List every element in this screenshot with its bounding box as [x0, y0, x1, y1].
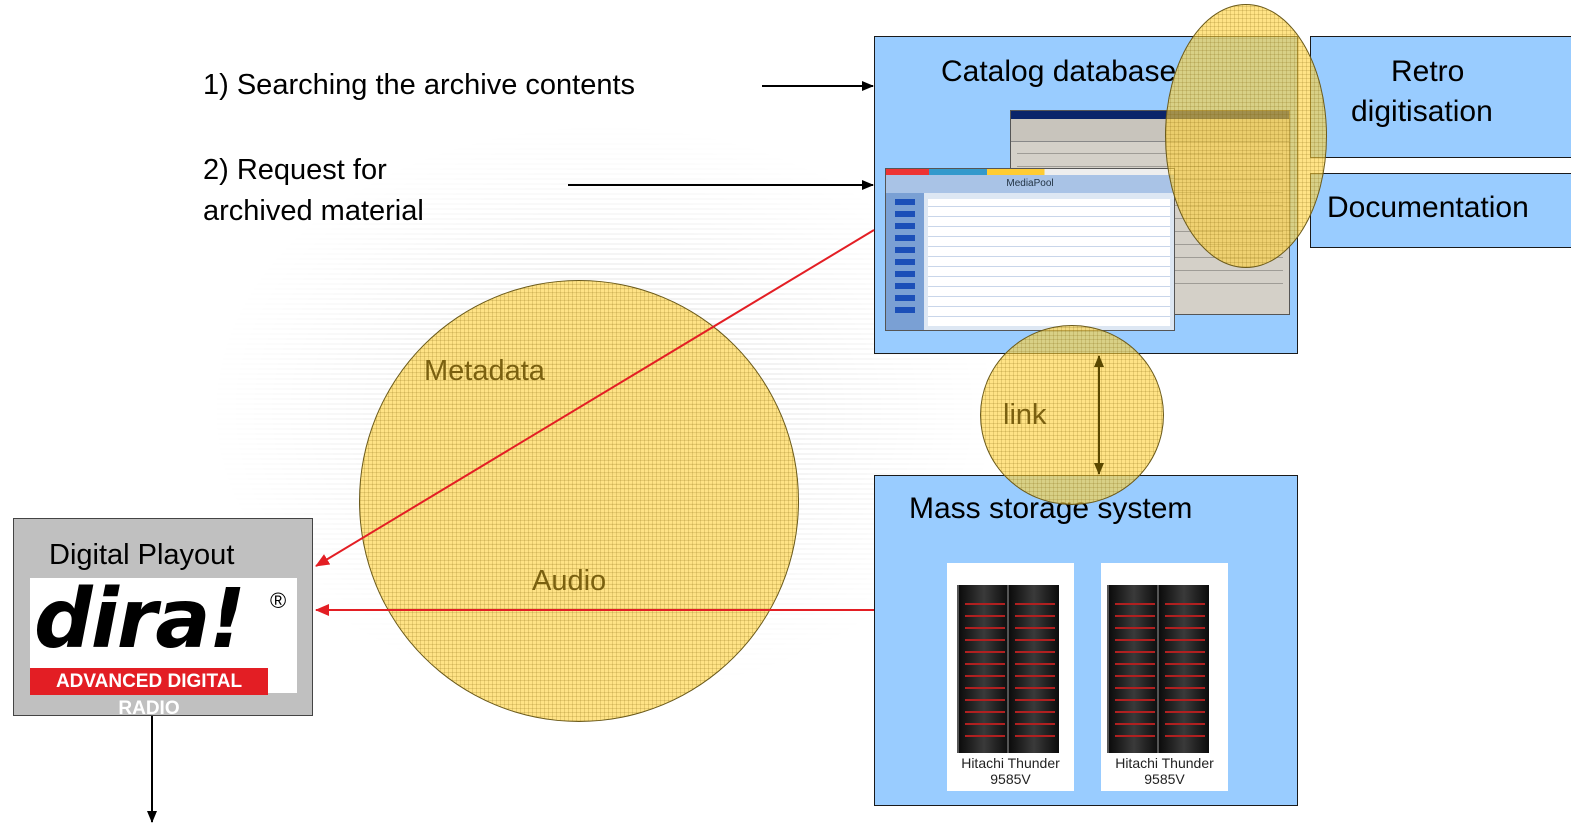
server-label: Hitachi Thunder 9585V: [947, 755, 1074, 787]
server-label-line2: 9585V: [990, 771, 1031, 787]
retro-digitisation-title-line1: Retro: [1391, 55, 1465, 88]
link-label: link: [1003, 399, 1047, 431]
step-request-label-line1: 2) Request for: [203, 154, 387, 186]
catalog-screenshot-front: MediaPool: [885, 168, 1175, 331]
server-label-line1: Hitachi Thunder: [961, 755, 1060, 771]
server-hitachi-1: Hitachi Thunder 9585V: [947, 563, 1074, 791]
server-rack-icon: [1007, 585, 1059, 753]
catalog-database-title: Catalog database: [941, 55, 1177, 88]
retro-digitisation-box[interactable]: Retro digitisation: [1310, 36, 1571, 158]
digital-playout-title: Digital Playout: [49, 539, 235, 571]
retro-digitisation-title-line2: digitisation: [1351, 95, 1493, 128]
highlight-circle-link: [980, 325, 1164, 505]
step-request-label-line2: archived material: [203, 195, 424, 227]
metadata-label: Metadata: [424, 355, 545, 387]
dira-logo-word: dira!: [34, 572, 246, 667]
metadata-arrow: [315, 229, 875, 567]
audio-label: Audio: [532, 565, 607, 597]
server-label-line2: 9585V: [1144, 771, 1185, 787]
server-label-line1: Hitachi Thunder: [1115, 755, 1214, 771]
documentation-box[interactable]: Documentation: [1310, 173, 1571, 248]
highlight-circle-flows: [359, 280, 799, 722]
server-rack-icon: [1107, 585, 1159, 753]
server-hitachi-2: Hitachi Thunder 9585V: [1101, 563, 1228, 791]
server-rack-icon: [957, 585, 1009, 753]
step-search-label: 1) Searching the archive contents: [203, 69, 636, 101]
screenshot-window-title: MediaPool: [886, 175, 1174, 193]
registered-mark-icon: ®: [270, 588, 287, 613]
highlight-circle-retro: [1165, 4, 1327, 268]
server-rack-icon: [1157, 585, 1209, 753]
dira-logo-tagline: ADVANCED DIGITAL RADIO: [30, 668, 268, 719]
documentation-title: Documentation: [1327, 191, 1529, 224]
server-label: Hitachi Thunder 9585V: [1101, 755, 1228, 787]
